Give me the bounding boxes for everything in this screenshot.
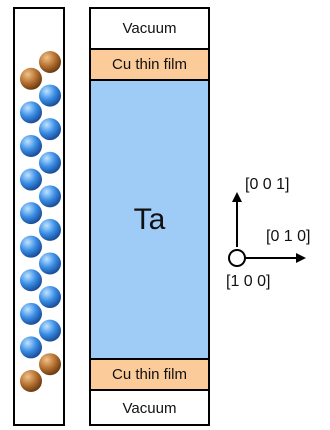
cu-atom — [39, 51, 61, 73]
orientation-axes — [228, 192, 306, 267]
ta-atom — [20, 302, 42, 325]
cu-film-bottom-layer: Cu thin film — [91, 358, 208, 391]
ta-layer: Ta — [91, 81, 208, 358]
ta-atom — [39, 118, 61, 141]
axis-010-label: [0 1 0] — [266, 228, 311, 245]
ta-atom — [20, 134, 42, 157]
ta-atom — [20, 235, 42, 258]
axis-001-label: [0 0 1] — [245, 176, 290, 193]
ta-atom — [39, 185, 61, 208]
cu-atom — [20, 370, 42, 392]
layer-stack: Vacuum Cu thin film Ta Cu thin film Vacu… — [89, 7, 210, 426]
axis-100-label: [1 0 0] — [226, 273, 271, 290]
cu-atom — [39, 353, 61, 376]
ta-atom — [39, 84, 61, 107]
vacuum-top-layer: Vacuum — [91, 9, 208, 48]
cu-film-top-label: Cu thin film — [111, 56, 188, 73]
axis-100-symbol — [228, 249, 246, 267]
atom-column — [20, 51, 61, 392]
ta-atom — [20, 336, 42, 359]
ta-atom — [20, 269, 42, 292]
vacuum-top-label: Vacuum — [122, 20, 177, 37]
ta-atom — [39, 151, 61, 174]
cu-film-top-layer: Cu thin film — [91, 48, 208, 81]
atom-column-panel — [13, 7, 65, 426]
vacuum-bottom-layer: Vacuum — [91, 391, 208, 426]
cu-atom — [20, 67, 42, 90]
ta-atom — [39, 319, 61, 342]
ta-atom — [39, 218, 61, 241]
ta-atom — [39, 286, 61, 309]
ta-atom — [20, 168, 42, 191]
cu-film-bottom-label: Cu thin film — [111, 366, 188, 383]
ta-label: Ta — [133, 202, 166, 236]
ta-atom — [20, 101, 42, 124]
vacuum-bottom-label: Vacuum — [122, 400, 177, 417]
ta-atom — [20, 202, 42, 225]
ta-atom — [39, 252, 61, 275]
